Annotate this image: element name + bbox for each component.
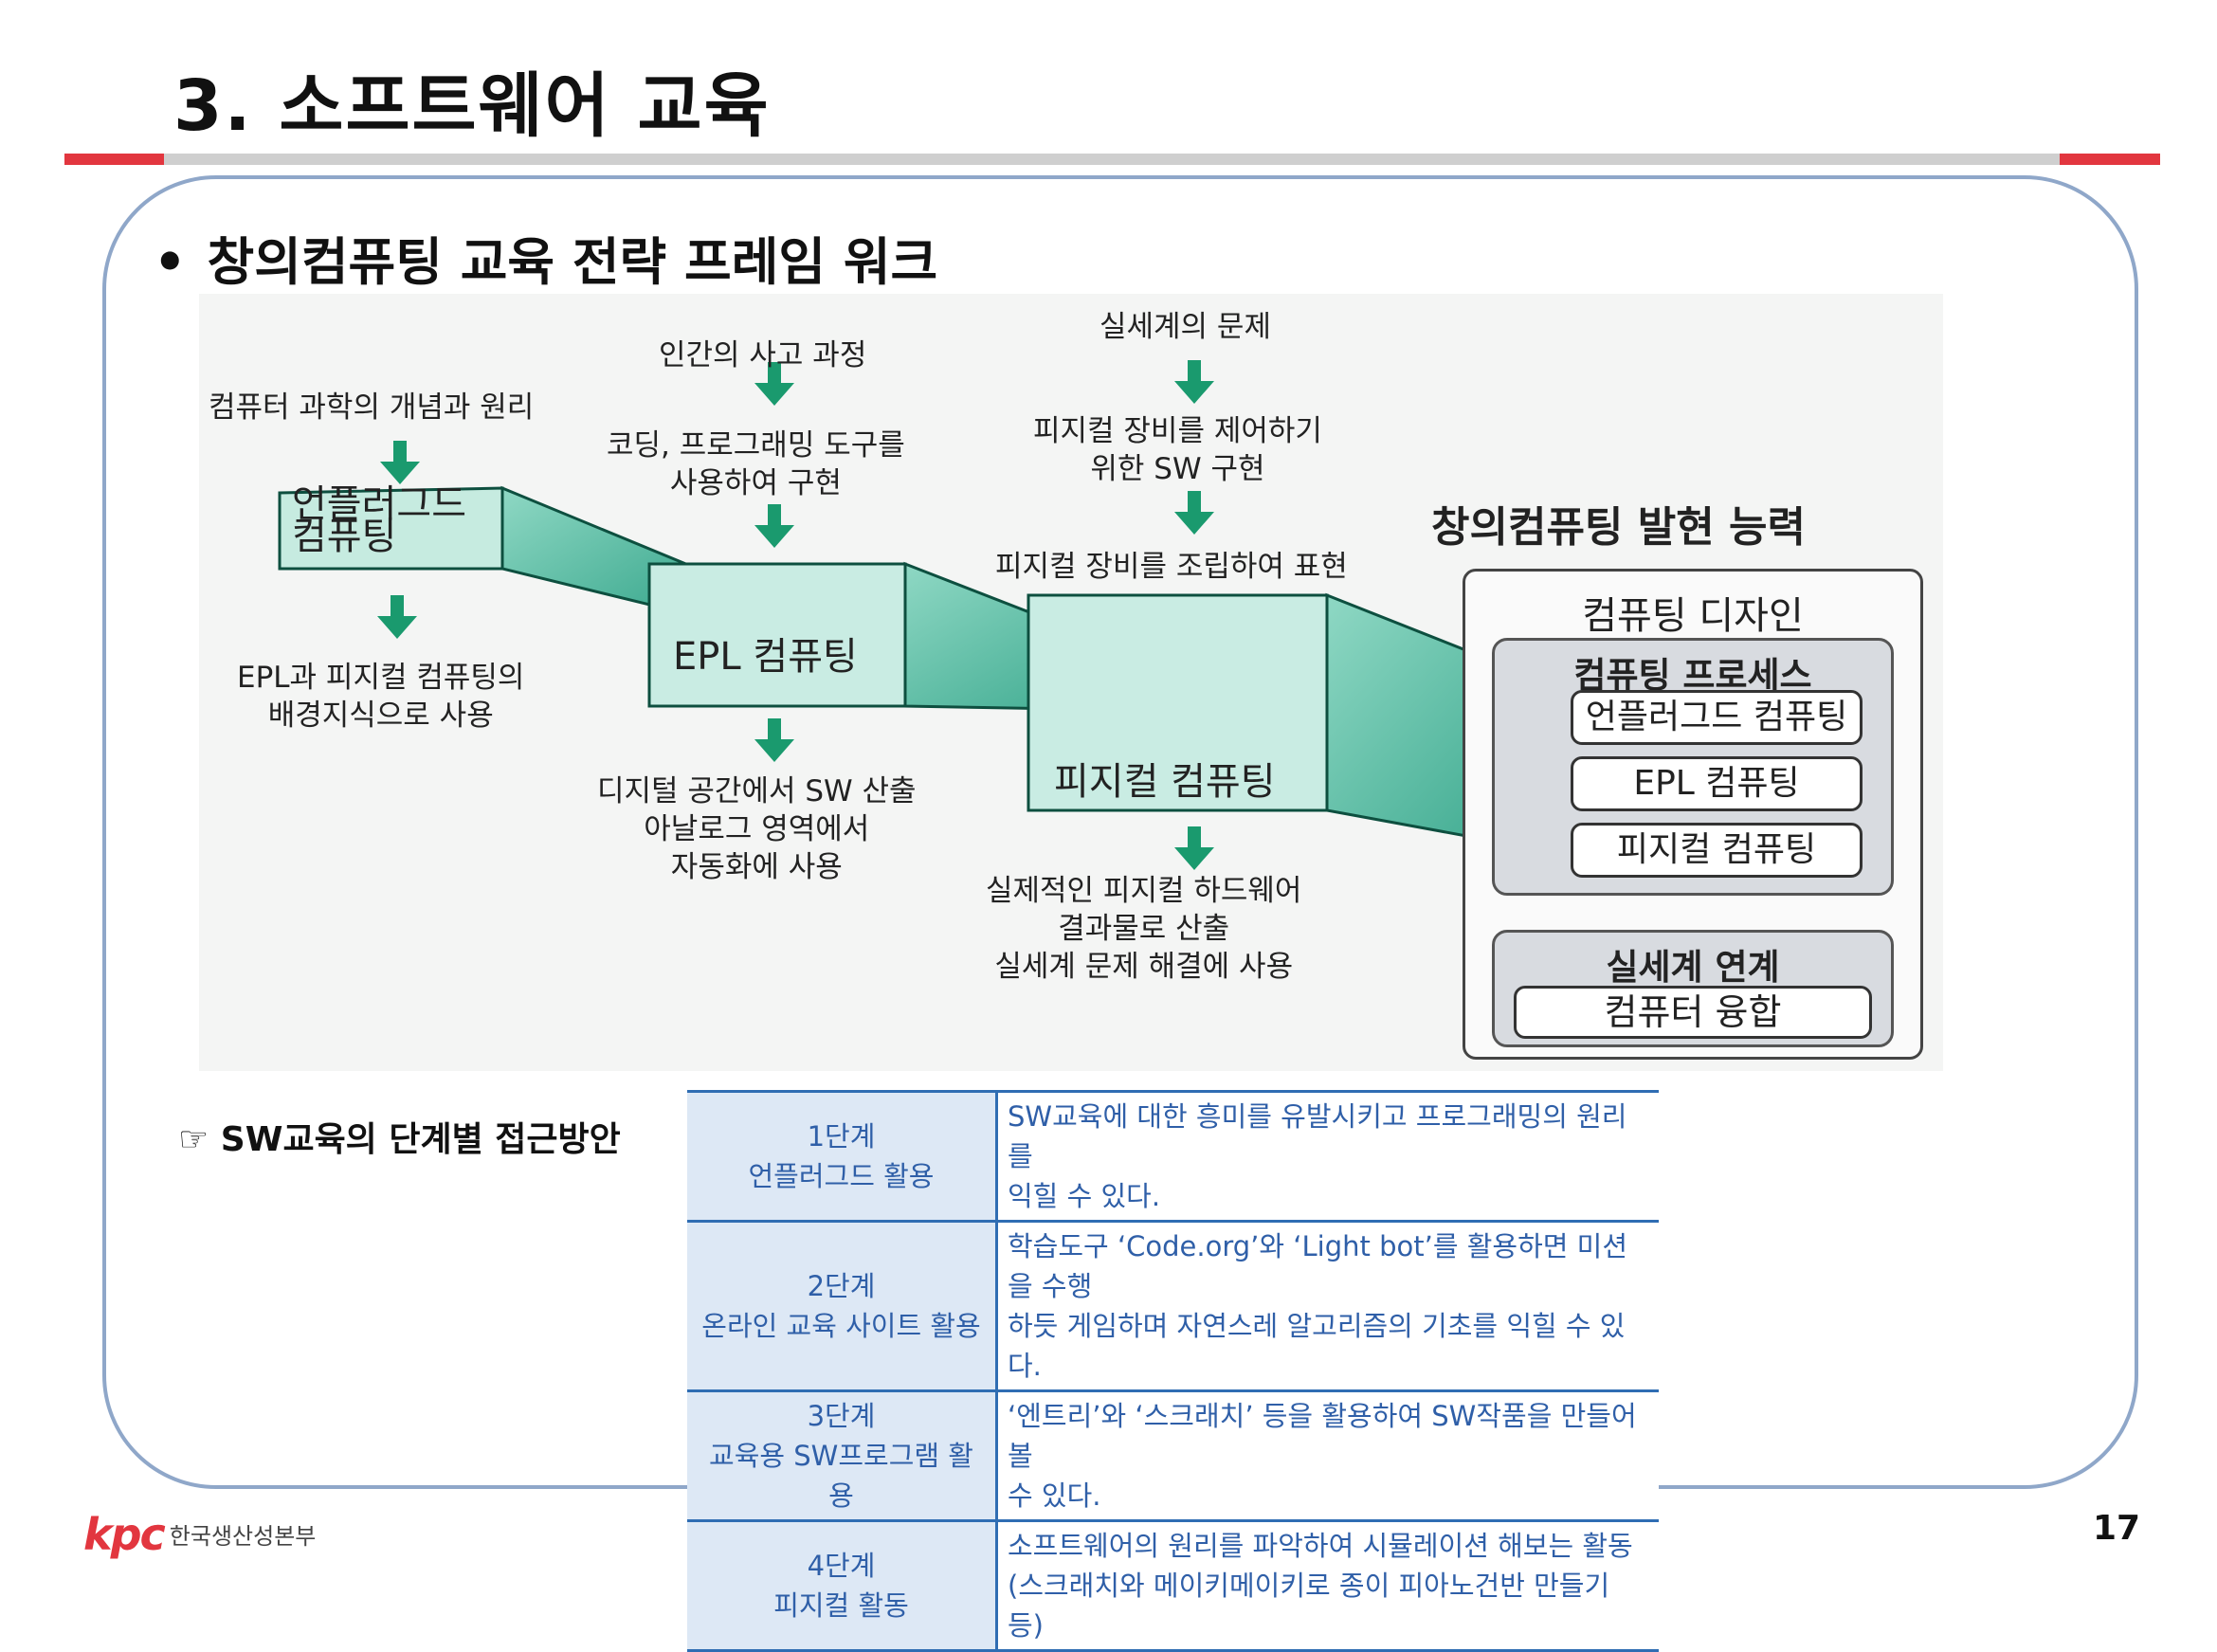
real-world-title: 실세계 연계 (1606, 947, 1780, 988)
epl-input2-label: 코딩, 프로그래밍 도구를 사용하여 구현 (607, 428, 905, 500)
arrow-down-1 (380, 441, 420, 484)
arrow-down-4 (754, 504, 794, 548)
subtitle-text: 창의컴퓨팅 교육 전략 프레임 워크 (207, 232, 938, 292)
approach-label: ☞ SW교육의 단계별 접근방안 (178, 1120, 621, 1159)
page-number: 17 (2093, 1509, 2141, 1548)
desc-line: 학습도구 ‘Code.org’와 ‘Light bot’를 활용하면 미션을 수… (1008, 1230, 1628, 1302)
org-name: 한국생산성본부 (169, 1523, 317, 1550)
stage-number: 2단계 (807, 1270, 876, 1302)
desc-line: SW교육에 대한 흥미를 유발시키고 프로그래밍의 원리를 (1008, 1100, 1627, 1172)
logo-mark: kpc (83, 1509, 166, 1560)
stage-name: 교육용 SW프로그램 활용 (709, 1440, 973, 1512)
physical-box-label: 피지컬 컴퓨팅 (1054, 760, 1276, 804)
physical-input1-label: 실세계의 문제 (1099, 310, 1271, 344)
ability-title: 창의컴퓨팅 발현 능력 (1431, 503, 1806, 552)
section-subtitle: • 창의컴퓨팅 교육 전략 프레임 워크 (154, 220, 937, 295)
desc-cell: 학습도구 ‘Code.org’와 ‘Light bot’를 활용하면 미션을 수… (996, 1220, 1659, 1392)
epl-output-label: 디지털 공간에서 SW 산출 아날로그 영역에서 자동화에 사용 (597, 774, 917, 884)
stage-name: 피지컬 활동 (773, 1589, 909, 1622)
process-item-unplugged: 언플러그드 컴퓨팅 (1571, 690, 1863, 745)
desc-line: ‘엔트리’와 ‘스크래치’ 등을 활용하여 SW작품을 만들어 볼 (1008, 1400, 1637, 1472)
arrow-down-2 (377, 595, 417, 639)
stage-number: 4단계 (807, 1550, 876, 1582)
physical-input2-label: 피지컬 장비를 제어하기 위한 SW 구현 (1033, 414, 1322, 486)
process-box: 컴퓨팅 프로세스 언플러그드 컴퓨팅 EPL 컴퓨팅 피지컬 컴퓨팅 (1492, 638, 1894, 896)
slide-title: 3. 소프트웨어 교육 (173, 65, 771, 147)
desc-cell: 소프트웨어의 원리를 파악하여 시뮬레이션 해보는 활동 (스크래치와 메이키메이… (996, 1519, 1659, 1652)
real-world-item: 컴퓨터 융합 (1514, 986, 1872, 1039)
bullet: • (154, 232, 187, 292)
physical-input3-label: 피지컬 장비를 조립하여 표현 (995, 550, 1348, 584)
stage-name: 언플러그드 활용 (748, 1160, 935, 1192)
arrow-down-7 (1174, 491, 1214, 535)
desc-line: 수 있다. (1008, 1480, 1101, 1512)
epl-input1-label: 인간의 사고 과정 (659, 338, 867, 372)
unplugged-input-label: 컴퓨터 과학의 개념과 원리 (209, 390, 535, 425)
stage-number: 1단계 (807, 1120, 876, 1153)
arrow-down-6 (1174, 360, 1214, 404)
desc-line: 소프트웨어의 원리를 파악하여 시뮬레이션 해보는 활동 (1008, 1530, 1633, 1562)
desc-line: (스크래치와 메이키메이키로 종이 피아노건반 만들기 등) (1008, 1570, 1610, 1642)
title-underline-left-accent (64, 154, 165, 165)
unplugged-beam-front (278, 486, 504, 571)
design-title: 컴퓨팅 디자인 (1582, 594, 1804, 638)
process-item-epl: EPL 컴퓨팅 (1571, 756, 1863, 811)
physical-beam-front (1027, 593, 1329, 812)
epl-box-label: EPL 컴퓨팅 (673, 635, 858, 679)
arrow-down-8 (1174, 826, 1214, 870)
process-title: 컴퓨팅 프로세스 (1573, 655, 1812, 696)
title-underline (164, 154, 2060, 165)
arrow-down-5 (754, 718, 794, 762)
framework-diagram: 컴퓨터 과학의 개념과 원리 언플러그드 컴퓨팅 EPL과 피지컬 컴퓨팅의 배… (199, 294, 1943, 1071)
epl-beam-front (647, 562, 907, 708)
desc-line: 하듯 게임하며 자연스레 알고리즘의 기초를 익힐 수 있다. (1008, 1310, 1626, 1382)
physical-output-label: 실제적인 피지컬 하드웨어 결과물로 산출 실세계 문제 해결에 사용 (986, 874, 1302, 984)
real-world-box: 실세계 연계 컴퓨터 융합 (1492, 930, 1894, 1047)
arrow-down-3 (754, 362, 794, 406)
unplugged-box-label: 언플러그드 컴퓨팅 (292, 482, 466, 558)
stage-name: 온라인 교육 사이트 활용 (701, 1310, 981, 1342)
unplugged-output-label: EPL과 피지컬 컴퓨팅의 배경지식으로 사용 (237, 661, 525, 733)
stage-number: 3단계 (807, 1400, 876, 1432)
title-underline-right-accent (2060, 154, 2160, 165)
process-item-physical: 피지컬 컴퓨팅 (1571, 823, 1863, 878)
desc-line: 익힐 수 있다. (1008, 1180, 1161, 1212)
ability-frame: 컴퓨팅 디자인 컴퓨팅 프로세스 언플러그드 컴퓨팅 EPL 컴퓨팅 피지컬 컴… (1463, 569, 1923, 1060)
